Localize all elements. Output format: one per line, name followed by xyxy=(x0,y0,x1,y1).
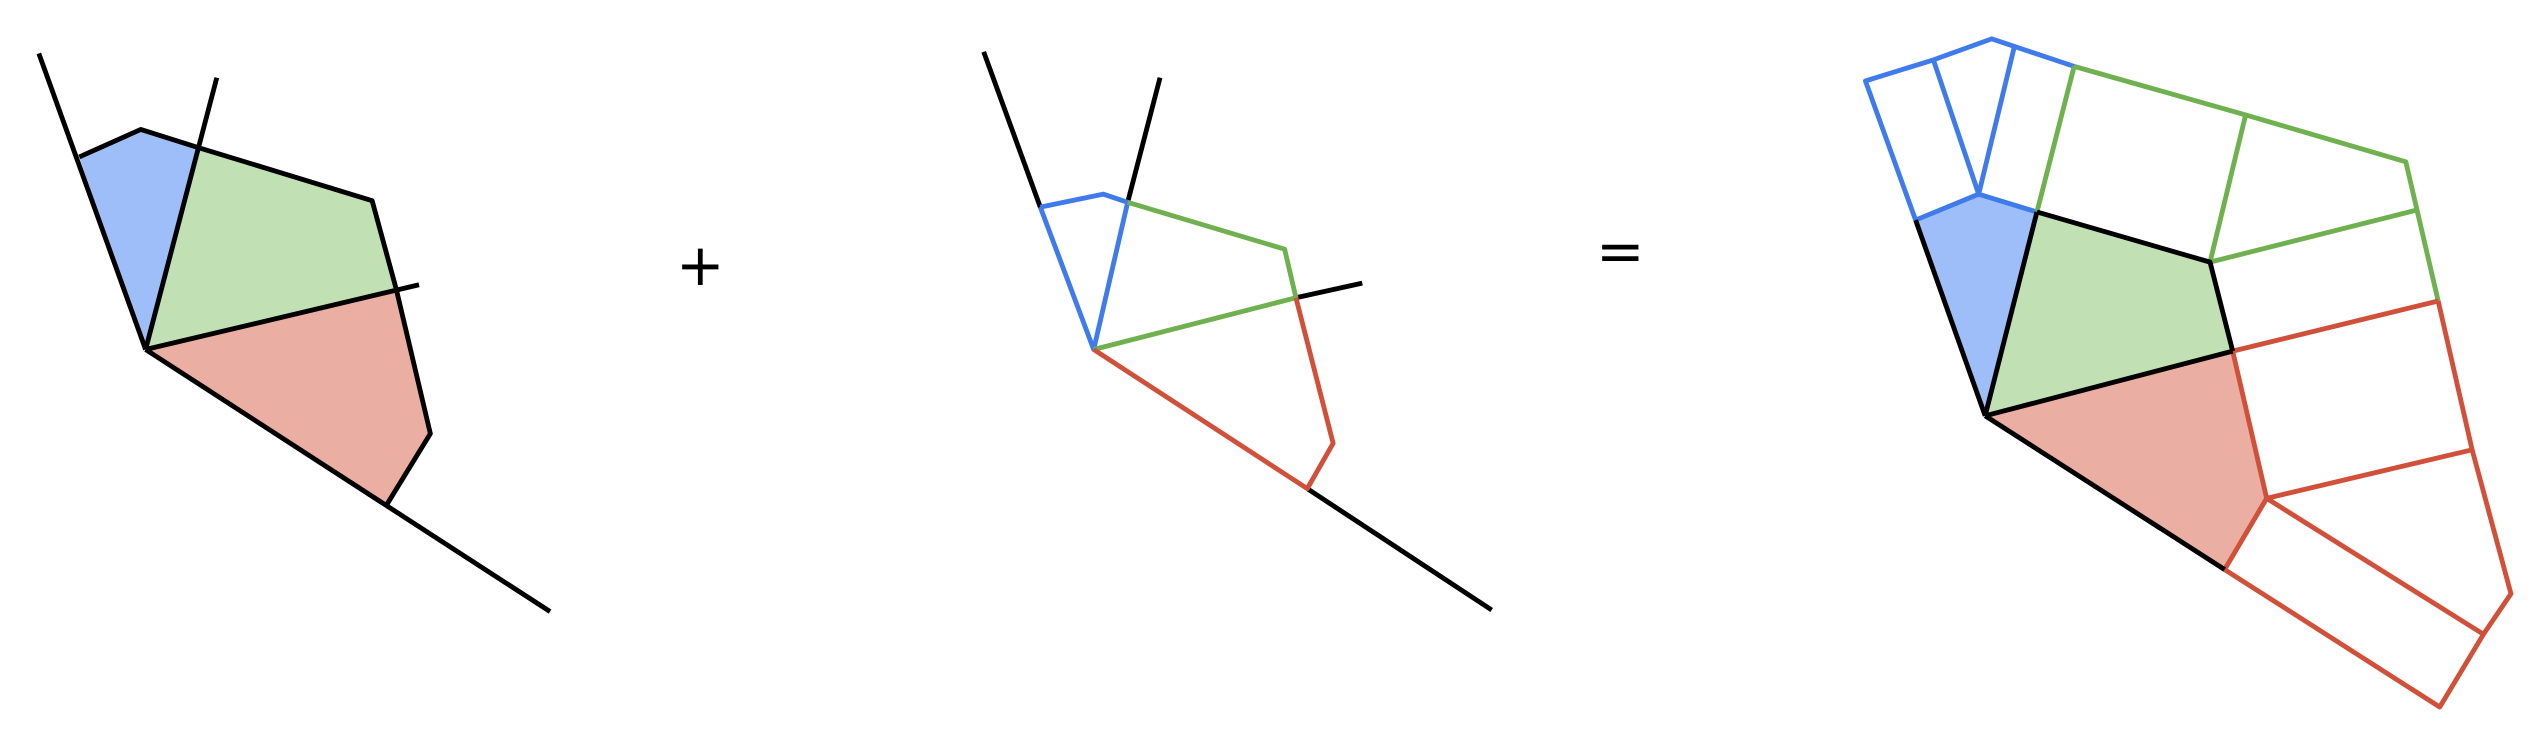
strip-red xyxy=(1092,297,1336,492)
ray-right xyxy=(145,282,420,352)
ray-top xyxy=(1125,77,1163,203)
blue-cell xyxy=(1038,191,1131,352)
partition-outline xyxy=(36,52,552,614)
strip-green xyxy=(1093,199,1299,352)
blue-divider-1 xyxy=(1931,59,1981,195)
strip-black-rays xyxy=(981,50,1494,613)
red-top-edge xyxy=(2232,298,2439,354)
panel-combined xyxy=(1863,36,2514,710)
region-green-fill xyxy=(145,147,397,350)
combined-red-cells xyxy=(2222,298,2514,710)
combined-outline xyxy=(1913,209,2236,572)
blue-inner-boundary xyxy=(1914,191,2038,223)
ray-left xyxy=(36,52,148,351)
red-inner-boundary xyxy=(2222,350,2270,571)
ray-left xyxy=(981,50,1043,208)
ray-bottom xyxy=(1305,486,1494,613)
green-outer-boundary xyxy=(2073,64,2441,302)
ray-bottom xyxy=(1983,413,2226,572)
combined-blue-cells xyxy=(1863,36,2075,223)
green-divider-2 xyxy=(2209,208,2417,265)
panel-boundary-strip xyxy=(981,50,1494,613)
ray-top xyxy=(143,77,220,351)
green-inner-boundary xyxy=(2036,209,2236,352)
ray-right xyxy=(1984,348,2234,419)
panel-partition xyxy=(36,52,552,614)
ray-bottom xyxy=(144,347,552,614)
region-red-fill xyxy=(1985,351,2267,570)
green-divider-1 xyxy=(2207,114,2248,263)
green-left-edge xyxy=(2034,65,2077,213)
ray-top xyxy=(1982,211,2040,417)
ray-left xyxy=(1913,219,1988,417)
combined-green-cells xyxy=(2034,64,2441,302)
region-red-fill xyxy=(145,289,431,505)
ray-right xyxy=(1295,280,1363,301)
red-cell xyxy=(1092,297,1336,492)
boundary-curve xyxy=(78,127,433,507)
red-outer-boundary xyxy=(2223,300,2514,710)
strip-blue xyxy=(1038,191,1131,352)
green-cell xyxy=(1093,199,1299,352)
red-divider-1 xyxy=(2266,447,2473,501)
region-blue-fill xyxy=(1915,194,2037,416)
red-divider-2 xyxy=(2265,496,2485,637)
equals-operator: = xyxy=(1596,217,1645,285)
plus-operator: + xyxy=(676,231,725,299)
region-blue-fill xyxy=(79,129,198,350)
blue-divider-2 xyxy=(1976,46,2017,195)
